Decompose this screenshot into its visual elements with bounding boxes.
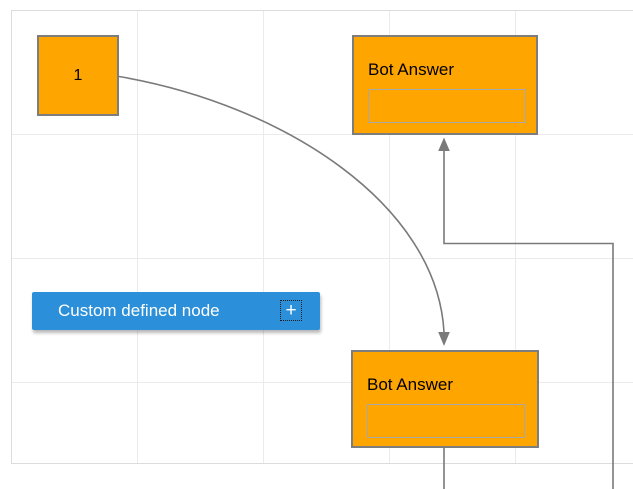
- add-port-button[interactable]: +: [280, 300, 302, 321]
- node-custom-defined[interactable]: Custom defined node +: [32, 292, 320, 330]
- node-bot-answer-bottom[interactable]: Bot Answer: [351, 350, 539, 448]
- node-start[interactable]: 1: [37, 35, 119, 116]
- custom-node-label: Custom defined node: [58, 301, 220, 320]
- node-bot-answer-top[interactable]: Bot Answer: [352, 35, 538, 135]
- plus-icon: +: [285, 299, 297, 321]
- bot-answer-title: Bot Answer: [368, 60, 454, 79]
- bot-answer-title: Bot Answer: [367, 375, 453, 394]
- node-start-label: 1: [73, 66, 83, 84]
- bot-answer-field[interactable]: [368, 89, 526, 123]
- bot-answer-field[interactable]: [367, 404, 525, 438]
